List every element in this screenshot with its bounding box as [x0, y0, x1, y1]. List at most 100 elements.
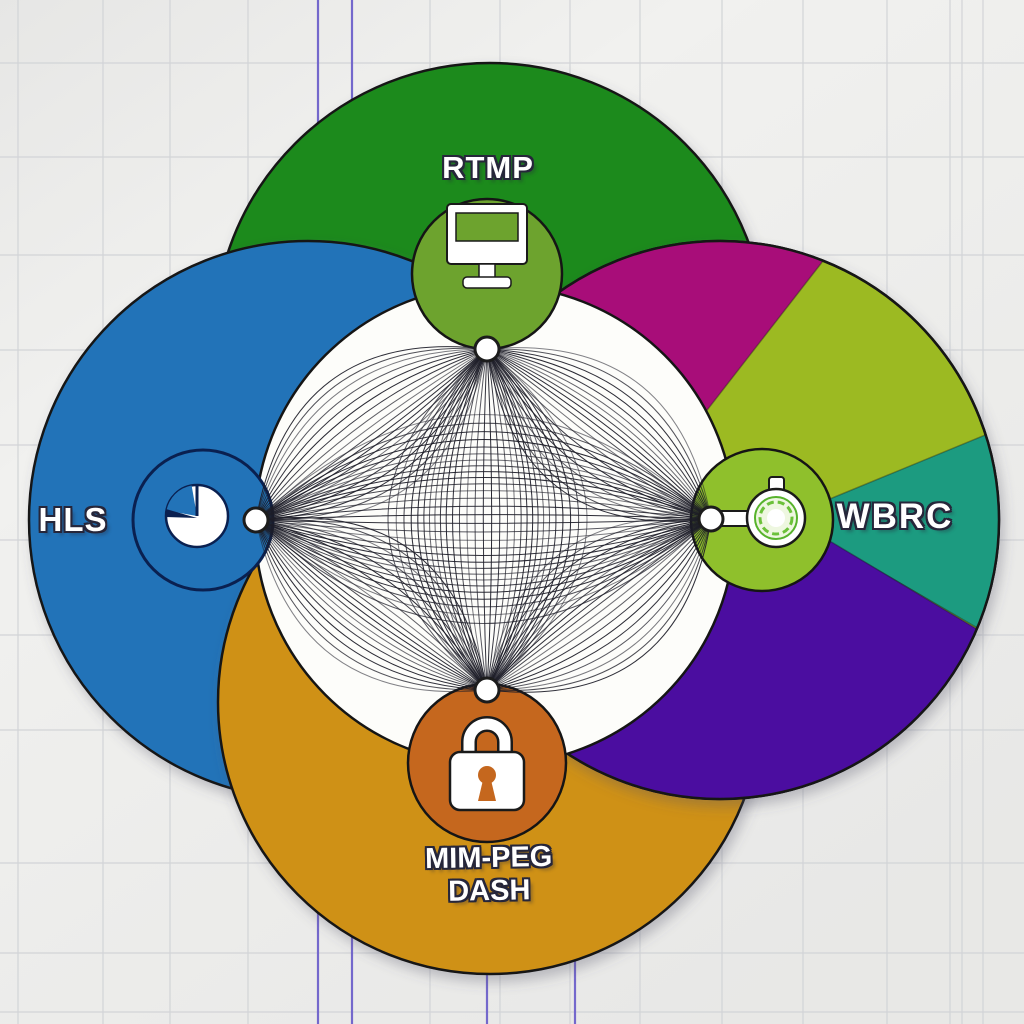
- mesh-line: [255, 348, 488, 521]
- mesh-line: [255, 348, 488, 521]
- label-dash-line2: DASH: [447, 874, 531, 908]
- node-right: [697, 505, 725, 533]
- mesh-line: [486, 348, 522, 691]
- mesh-line: [255, 518, 712, 587]
- mesh-line: [255, 348, 488, 521]
- mesh-line: [486, 348, 712, 520]
- mesh-line: [395, 348, 488, 691]
- mesh-line: [486, 518, 712, 691]
- mesh-line: [255, 347, 488, 521]
- mesh-line: [486, 518, 712, 691]
- mesh-line: [486, 517, 712, 691]
- mesh-line: [255, 414, 712, 521]
- mesh-line: [255, 439, 712, 521]
- mesh-line: [486, 518, 712, 691]
- mesh-line: [486, 518, 712, 691]
- label-dash: MIM-PEG DASH: [425, 841, 553, 909]
- dash-icon-circle: [406, 682, 568, 844]
- icon-circles: [131, 197, 835, 844]
- mesh-line: [255, 518, 712, 575]
- label-rtmp: RTMP: [442, 150, 534, 185]
- mesh-line: [255, 519, 488, 691]
- mesh-line: [486, 348, 712, 520]
- mesh-line: [255, 518, 712, 593]
- mesh-line: [486, 348, 571, 691]
- mesh-line: [482, 348, 488, 691]
- mesh-line: [255, 348, 488, 521]
- mesh-line: [486, 518, 712, 691]
- mesh-line: [255, 519, 488, 691]
- mesh-line: [255, 519, 488, 691]
- mesh-line: [255, 519, 488, 691]
- wbrc-icon-circle: [689, 447, 835, 593]
- mesh-line: [486, 518, 712, 691]
- mesh-line: [255, 483, 712, 521]
- mesh-line: [486, 348, 501, 691]
- globe-magnifier-icon: [713, 476, 807, 549]
- mesh-line: [255, 518, 712, 608]
- mesh-line: [255, 348, 488, 521]
- mesh-line: [445, 348, 488, 691]
- mesh-line: [255, 518, 712, 624]
- mesh-line: [486, 348, 588, 691]
- mesh-line: [255, 518, 488, 691]
- mesh-line: [255, 519, 488, 691]
- mesh-line: [255, 348, 488, 521]
- mesh-line: [486, 348, 712, 520]
- node-left: [242, 506, 270, 534]
- mesh-line: [255, 465, 712, 521]
- label-hls: HLS: [38, 501, 108, 538]
- mesh-line: [486, 518, 712, 691]
- pie-chart-icon: [164, 483, 230, 549]
- mesh-line: [255, 519, 488, 691]
- mesh-line: [486, 518, 712, 691]
- mesh-line: [255, 348, 488, 521]
- mesh-line: [486, 348, 712, 520]
- mesh-line: [255, 422, 712, 521]
- mesh-line: [255, 519, 488, 691]
- mesh-line: [486, 347, 712, 520]
- mesh-line: [486, 348, 551, 691]
- mesh-line: [255, 519, 488, 691]
- mesh-line: [410, 348, 488, 691]
- mesh-line: [255, 348, 488, 521]
- mesh-line: [486, 348, 712, 520]
- mesh-line: [486, 348, 712, 520]
- mesh-line: [255, 518, 712, 600]
- mesh-line: [255, 348, 488, 521]
- mesh-line: [255, 519, 488, 691]
- mesh-line: [486, 518, 712, 691]
- mesh-line: [486, 348, 712, 520]
- mesh-line: [486, 348, 712, 520]
- mesh-line: [255, 519, 488, 691]
- mesh-line: [255, 348, 488, 521]
- mesh-line: [486, 518, 712, 691]
- mesh-line: [486, 348, 712, 520]
- label-dash-line1: MIM-PEG: [424, 840, 553, 876]
- mesh-line: [255, 348, 488, 521]
- mesh-line: [486, 348, 545, 691]
- mesh-line: [255, 348, 488, 521]
- mesh-line: [255, 348, 488, 521]
- mesh-line: [486, 348, 508, 691]
- mesh-line: [255, 497, 712, 521]
- mesh-line: [255, 519, 488, 691]
- mesh-line: [255, 519, 488, 691]
- mesh-line: [486, 348, 493, 691]
- mesh-line: [486, 348, 712, 520]
- mesh-line: [486, 348, 712, 520]
- connection-mesh: [255, 346, 712, 693]
- mesh-line: [486, 518, 712, 691]
- label-wbrc: WBRC: [836, 497, 954, 536]
- mesh-line: [255, 519, 488, 691]
- mesh-line: [255, 477, 712, 521]
- mesh-line: [486, 348, 534, 691]
- lock-icon: [448, 716, 526, 812]
- mesh-line: [255, 519, 488, 693]
- mesh-line: [486, 518, 712, 691]
- mesh-line: [255, 348, 488, 522]
- mesh-line: [255, 516, 488, 691]
- monitor-icon: [446, 203, 528, 289]
- mesh-line: [255, 348, 488, 521]
